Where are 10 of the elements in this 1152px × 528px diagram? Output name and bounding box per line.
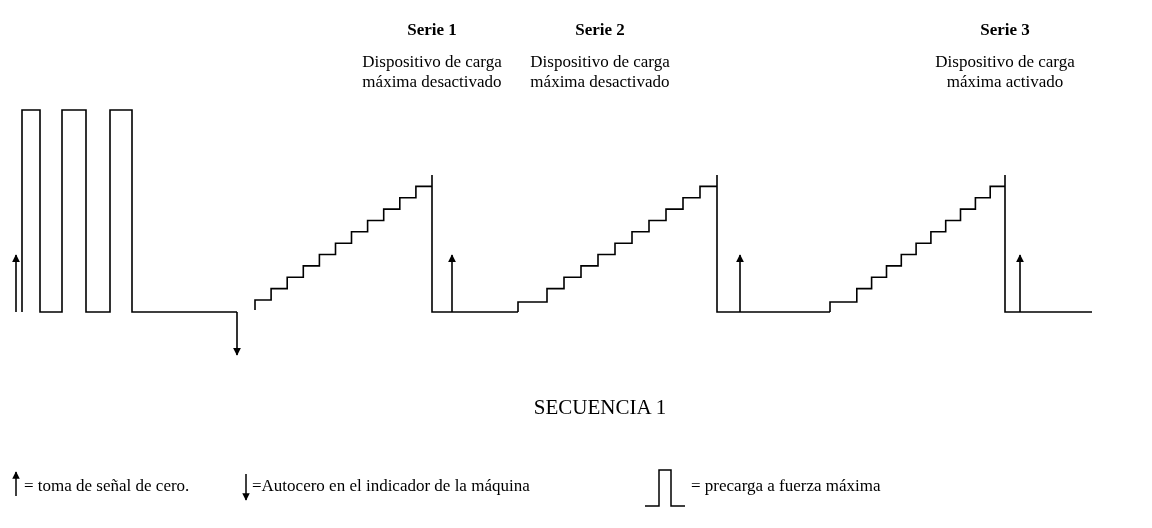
- legend-text: = toma de señal de cero.: [24, 476, 190, 496]
- series-title: Serie 1: [406, 20, 458, 40]
- legend-text: = precarga a fuerza máxima: [691, 476, 881, 496]
- series-description: Dispositivo de carga máxima desactivado: [361, 52, 503, 92]
- series-title: Serie 2: [574, 20, 626, 40]
- series-description: Dispositivo de carga máxima activado: [934, 52, 1076, 92]
- legend-text: =Autocero en el indicador de la máquina: [252, 476, 530, 496]
- series-description: Dispositivo de carga máxima desactivado: [529, 52, 671, 92]
- caption: SECUENCIA 1: [532, 395, 668, 419]
- series-title: Serie 3: [979, 20, 1031, 40]
